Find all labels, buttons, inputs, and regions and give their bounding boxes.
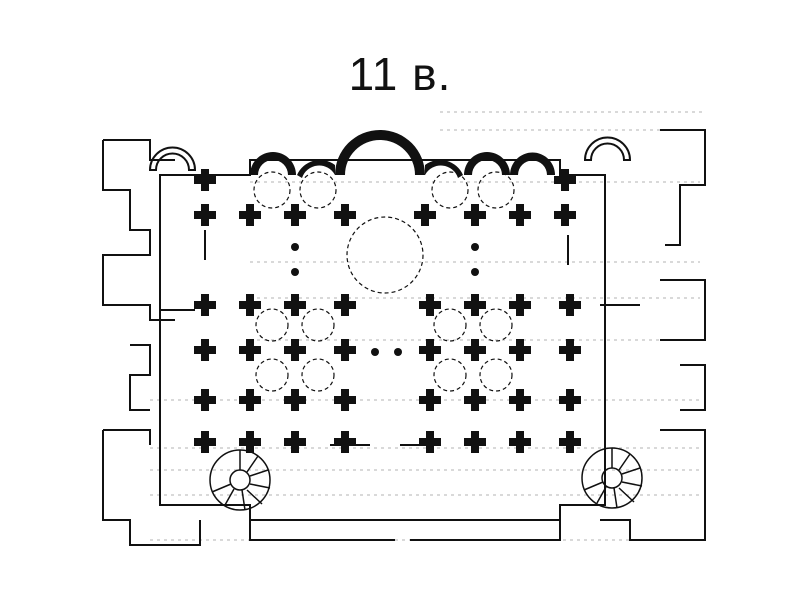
cathedral-floor-plan: [102, 111, 706, 546]
pier: [509, 294, 531, 316]
pier: [239, 389, 261, 411]
pier: [284, 431, 306, 453]
outer-walls: [102, 129, 706, 546]
pier: [559, 389, 581, 411]
round-columns: [291, 243, 479, 356]
pier: [464, 431, 486, 453]
pier: [419, 294, 441, 316]
apses: [148, 130, 632, 178]
pier: [559, 339, 581, 361]
pier: [239, 339, 261, 361]
pier: [464, 339, 486, 361]
pier: [194, 204, 216, 226]
pier: [239, 204, 261, 226]
pier: [194, 294, 216, 316]
pier: [509, 431, 531, 453]
pier: [419, 339, 441, 361]
pier: [414, 204, 436, 226]
pier: [239, 431, 261, 453]
pier: [559, 294, 581, 316]
slide-title: 11 в.: [348, 48, 452, 100]
pier: [334, 294, 356, 316]
pier: [554, 169, 576, 191]
pier: [464, 389, 486, 411]
pier: [284, 204, 306, 226]
pier: [419, 389, 441, 411]
cross-piers: [194, 169, 581, 453]
pier: [509, 389, 531, 411]
pier: [509, 204, 531, 226]
pier: [464, 204, 486, 226]
pier: [284, 339, 306, 361]
pier: [194, 169, 216, 191]
pier: [284, 389, 306, 411]
pier: [334, 431, 356, 453]
pier: [334, 339, 356, 361]
pier: [509, 339, 531, 361]
pier: [559, 431, 581, 453]
pier: [194, 339, 216, 361]
pier: [554, 204, 576, 226]
staircase-west: [209, 449, 271, 511]
dome-outlines: [253, 171, 515, 392]
pier: [464, 294, 486, 316]
interior-walls: [160, 230, 640, 446]
pier: [284, 294, 306, 316]
staircase-east: [581, 447, 643, 509]
pier: [194, 431, 216, 453]
pier: [334, 389, 356, 411]
pier: [239, 294, 261, 316]
pier: [194, 389, 216, 411]
pier: [419, 431, 441, 453]
pier: [334, 204, 356, 226]
